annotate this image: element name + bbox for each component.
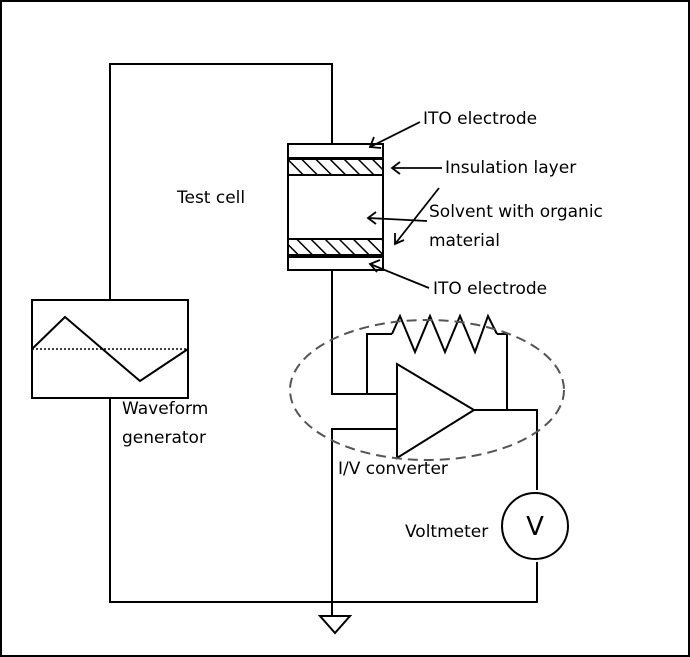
iv-converter-outline (289, 319, 565, 461)
label-waveform-line2: generator (122, 428, 206, 448)
wire-bottom-loop (109, 398, 538, 603)
label-insulation-layer: Insulation layer (445, 158, 577, 178)
label-test-cell: Test cell (177, 188, 246, 208)
label-waveform-line1: Waveform (122, 399, 209, 419)
wire-output-to-voltmeter (474, 409, 538, 490)
op-amp (396, 362, 476, 460)
wire-feedback-right (497, 333, 508, 410)
arrow-solvent (367, 217, 428, 222)
insulation-layer-top (287, 158, 384, 176)
insulation-layer-bottom (287, 238, 384, 256)
wire-cell-to-opamp (331, 270, 397, 395)
wire-top-loop (109, 63, 333, 300)
wire-ground (331, 428, 397, 616)
label-solvent-line2: material (429, 231, 500, 251)
label-ito-top: ITO electrode (423, 109, 538, 129)
label-iv-converter: I/V converter (338, 459, 448, 479)
arrow-ito-bottom (369, 263, 430, 289)
arrow-solvent-to-insulation (394, 187, 440, 245)
ground-symbol (317, 615, 353, 635)
test-cell (287, 143, 384, 271)
voltmeter-letter: V (526, 512, 544, 542)
arrow-ito-top (369, 121, 421, 148)
pointer-arrows (366, 121, 442, 289)
voltmeter-symbol (501, 492, 569, 560)
triangle-wave (31, 315, 189, 383)
waveform-generator (31, 299, 189, 399)
wire-feedback-left (366, 333, 392, 394)
label-ito-bottom: ITO electrode (433, 279, 548, 299)
label-solvent-line1: Solvent with organic (429, 202, 603, 222)
label-voltmeter: Voltmeter (405, 522, 489, 542)
feedback-resistor (391, 313, 498, 355)
